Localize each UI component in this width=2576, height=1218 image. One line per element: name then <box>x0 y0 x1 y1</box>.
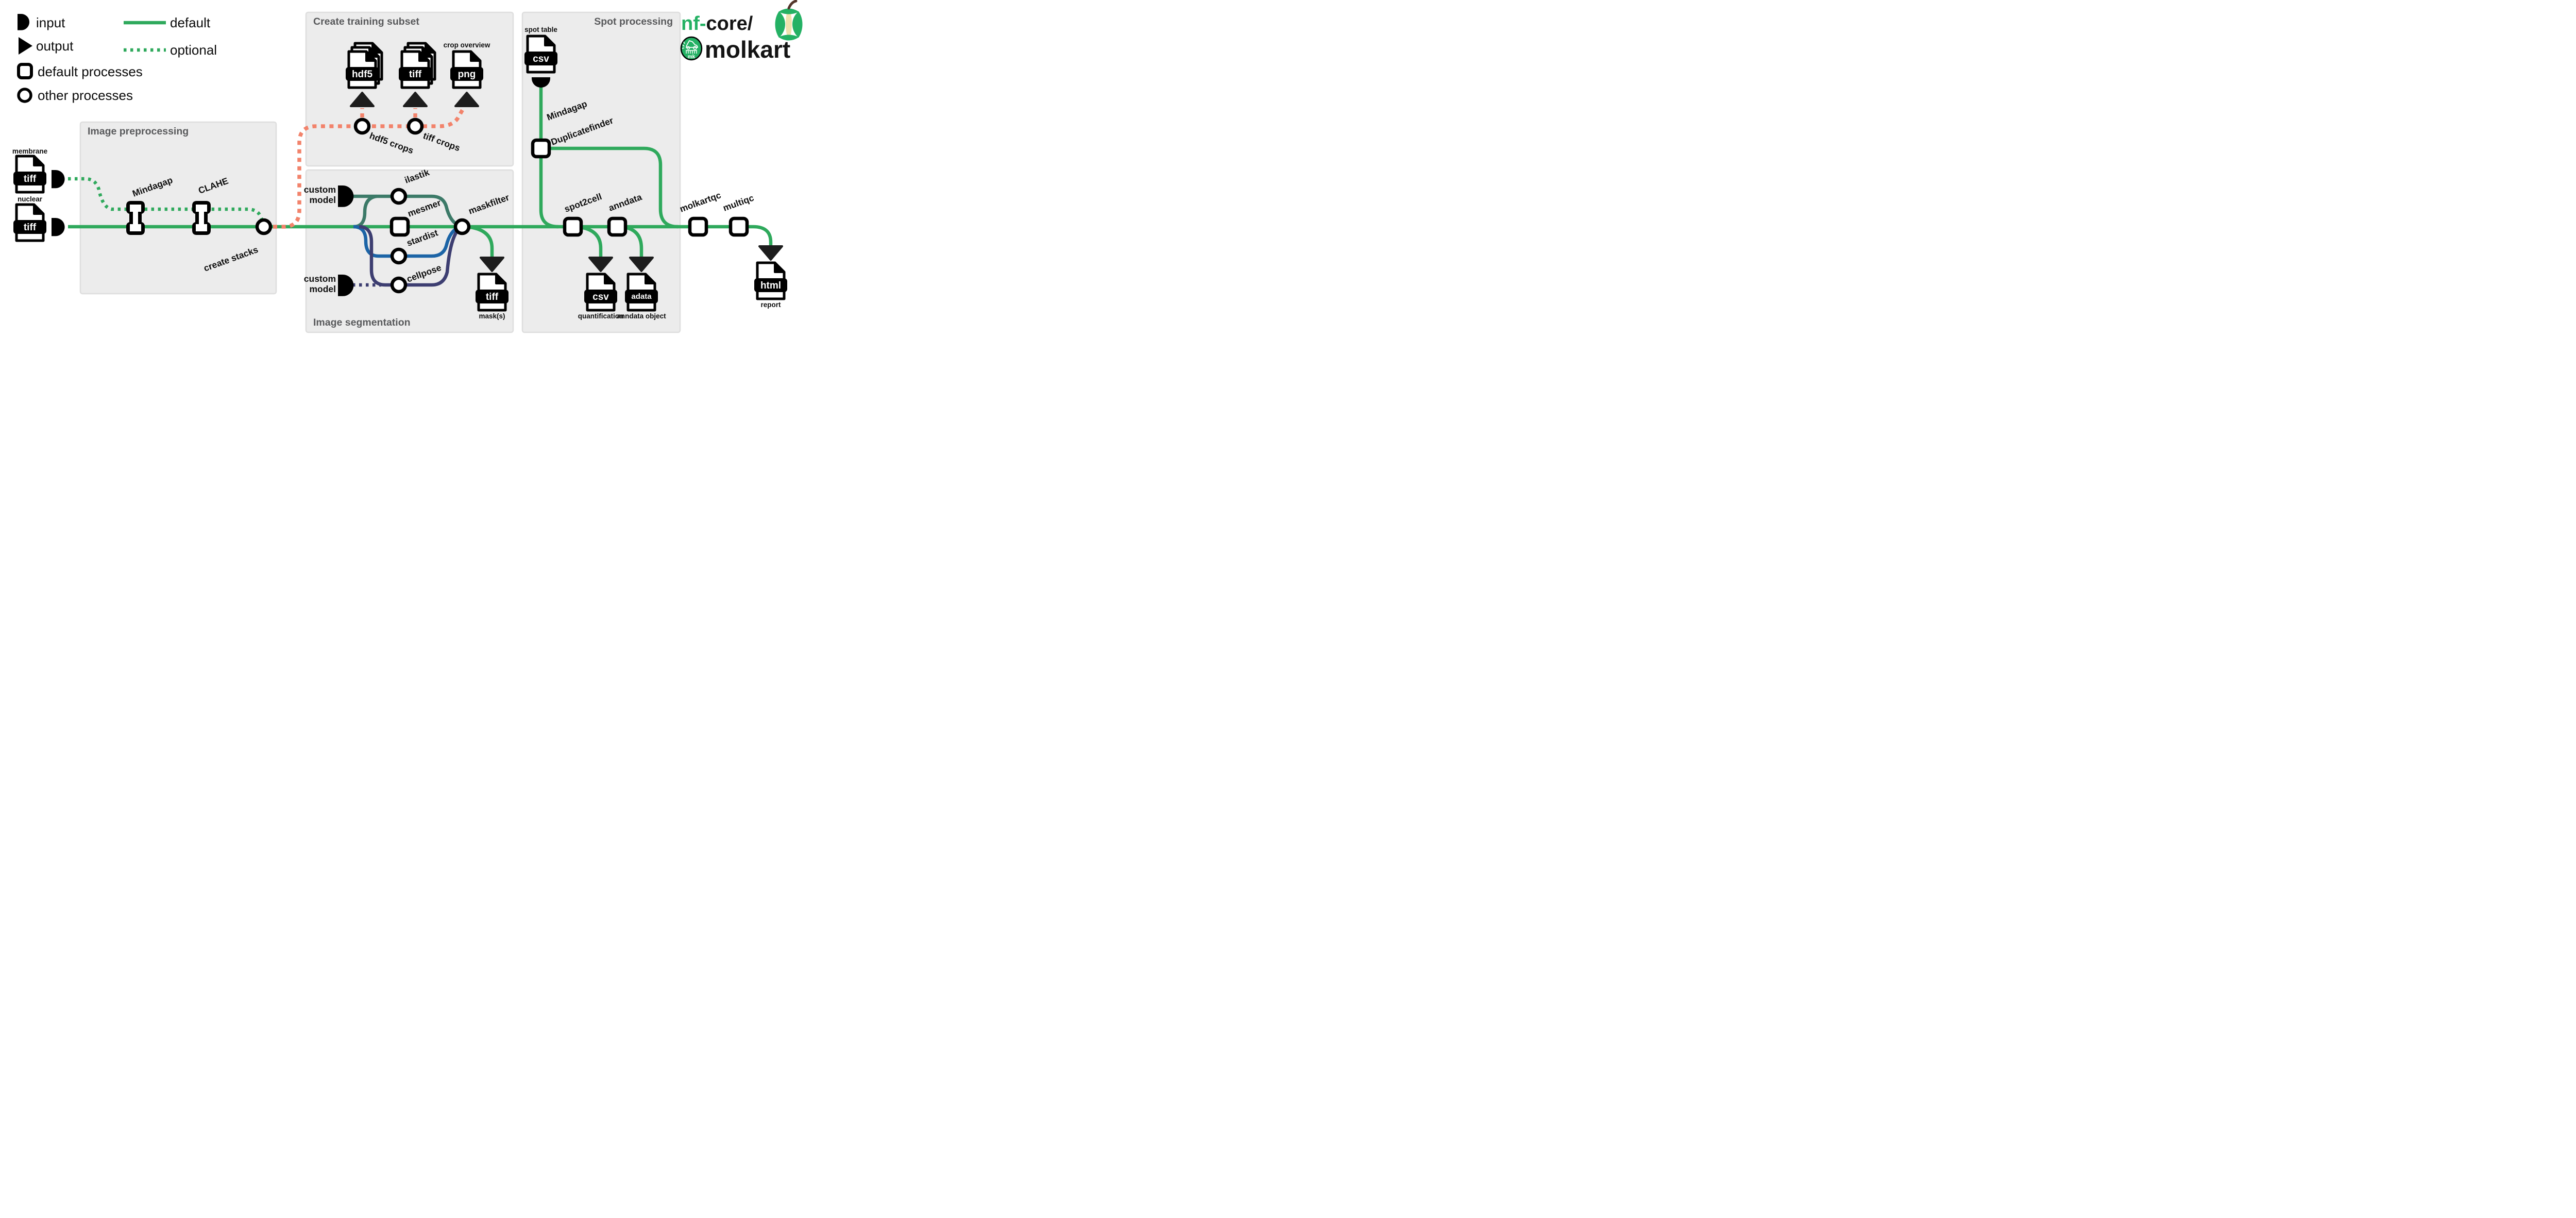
ilastik-process-icon <box>392 190 405 203</box>
qc-report: molkartqc multiqc html report <box>679 190 787 309</box>
logo-core: core/ <box>706 13 753 35</box>
custom-model-bottom-label-1: custom <box>304 274 336 284</box>
logo-nf: nf- <box>681 13 706 35</box>
input-membrane: membrane tiff <box>12 147 65 192</box>
output-icon <box>19 37 32 55</box>
cellpose-process-icon <box>392 278 405 292</box>
legend-default-label: default <box>170 15 211 30</box>
edge-dup-down <box>539 156 559 229</box>
report-output-arrow-icon <box>758 245 783 261</box>
membrane-input-icon <box>52 170 65 189</box>
apple-core-icon <box>775 0 803 41</box>
quantification-label: quantification <box>578 312 624 320</box>
molkartqc-label: molkartqc <box>679 190 723 214</box>
png-fmt: png <box>458 69 476 80</box>
default-process-icon <box>17 63 33 79</box>
membrane-fmt: tiff <box>24 174 37 184</box>
quantification-output-arrow-icon <box>588 257 613 272</box>
mask-output-arrow-icon <box>480 257 504 272</box>
legend-output-label: output <box>36 38 74 54</box>
legend-optional-label: optional <box>170 42 217 58</box>
report-file-icon: html <box>754 263 787 299</box>
tiff-crops-fmt: tiff <box>409 69 422 80</box>
adata-output-arrow-icon <box>629 257 654 272</box>
logo-org-text: nf-core/ <box>681 13 753 35</box>
custom-model-bottom-label-2: model <box>309 284 336 294</box>
quantification-file-icon: csv <box>584 274 617 310</box>
adata-file-icon: adata <box>625 274 658 310</box>
diagram-svg: Image preprocessing Create training subs… <box>12 0 803 333</box>
box-title-spot: Spot processing <box>594 16 673 27</box>
mask-label: mask(s) <box>479 312 505 320</box>
mesmer-process-icon <box>392 218 408 235</box>
pipeline-diagram: Image preprocessing Create training subs… <box>0 0 808 340</box>
hdf5-stack-icon: hdf5 <box>346 43 382 88</box>
multiqc-label: multiqc <box>722 193 756 213</box>
molkart-badge-icon: mk <box>680 36 703 61</box>
box-title-preprocessing: Image preprocessing <box>88 126 189 137</box>
edge-ilastik <box>352 194 460 227</box>
edge-quant-output <box>580 225 603 257</box>
nfcore-molkart-logo: nf-core/ mk molkart <box>680 0 803 63</box>
stardist-process-icon <box>392 249 405 263</box>
report-label: report <box>760 301 781 309</box>
duplicatefinder-process-icon <box>533 140 549 157</box>
edge-dup-right <box>549 146 679 229</box>
hdf5-output-arrow-icon <box>350 92 375 107</box>
tiff-stack-icon: tiff <box>399 43 435 88</box>
spot-table-label: spot table <box>524 26 557 33</box>
tiff-output-arrow-icon <box>403 92 428 107</box>
legend-other-processes-label: other processes <box>38 88 133 103</box>
nuclear-label: nuclear <box>18 195 43 203</box>
anndata-process-icon <box>609 218 625 235</box>
adata-fmt: adata <box>631 292 652 301</box>
spot-table-input-icon <box>532 77 550 88</box>
nuclear-input-icon <box>52 218 65 236</box>
custom-model-top-label-2: model <box>309 195 336 205</box>
multiqc-process-icon <box>731 218 747 235</box>
edge-mask-output <box>469 225 494 257</box>
input-icon <box>18 14 30 30</box>
crop-overview-label: crop overview <box>444 41 490 49</box>
png-output-arrow-icon <box>454 92 479 107</box>
custom-model-top-label-1: custom <box>304 184 336 195</box>
legend-default-processes-label: default processes <box>38 64 143 79</box>
nuclear-fmt: tiff <box>24 222 37 233</box>
membrane-file-icon: tiff <box>13 156 46 192</box>
molkartqc-process-icon <box>690 218 706 235</box>
badge-mk-text: mk <box>688 54 696 60</box>
box-title-training: Create training subset <box>313 16 419 27</box>
legend: input default output optional default pr… <box>17 14 217 103</box>
logo-pipeline-text: molkart <box>705 36 790 63</box>
tiff-crops-process-icon <box>409 120 422 133</box>
edge-training-optional <box>273 106 466 229</box>
spot-table-fmt: csv <box>533 54 549 64</box>
report-fmt: html <box>760 280 781 291</box>
create-stacks-process-icon <box>257 220 270 233</box>
adata-label: anndata object <box>617 312 666 320</box>
pipeline-lines <box>68 86 773 287</box>
hdf5-fmt: hdf5 <box>352 69 373 80</box>
membrane-label: membrane <box>12 147 48 155</box>
other-process-icon <box>17 88 32 103</box>
box-title-segmentation: Image segmentation <box>313 317 411 328</box>
spot2cell-process-icon <box>565 218 581 235</box>
spot-table-file-icon: csv <box>524 36 557 72</box>
maskfilter-process-icon <box>455 220 469 233</box>
box-create-training-subset <box>305 11 514 167</box>
box-image-segmentation <box>305 169 514 333</box>
quantification-fmt: csv <box>592 292 609 302</box>
input-nuclear: nuclear tiff <box>13 195 65 241</box>
edge-ilastik-branch <box>353 194 377 229</box>
edge-cellpose <box>359 225 462 287</box>
edge-adata-output <box>624 225 643 257</box>
png-file-icon: crop overview png <box>444 41 490 88</box>
nuclear-file-icon: tiff <box>13 205 46 241</box>
edge-main-default <box>68 225 773 246</box>
mask-fmt: tiff <box>486 292 499 302</box>
legend-input-label: input <box>36 15 65 30</box>
hdf5-crops-process-icon <box>355 120 369 133</box>
mask-file-icon: tiff <box>476 274 509 310</box>
